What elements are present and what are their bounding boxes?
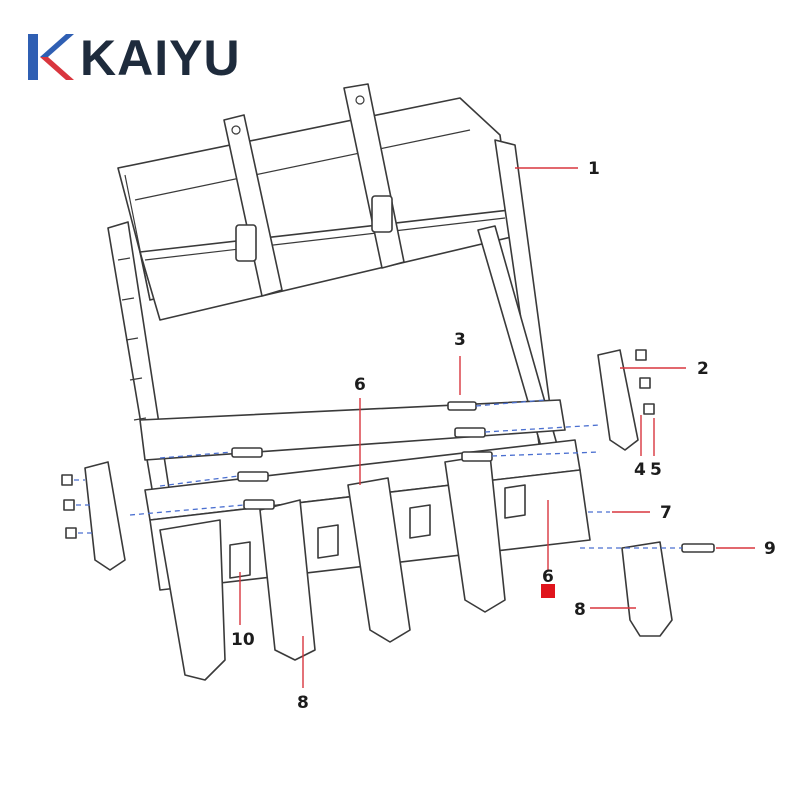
teeth-row <box>159 454 526 681</box>
callout-3: 3 <box>454 330 466 350</box>
callout-6-bottom: 6 <box>542 567 554 587</box>
side-cutter-right <box>597 349 639 451</box>
callout-2: 2 <box>697 359 709 379</box>
callout-6-top: 6 <box>354 375 366 395</box>
assembly-lines <box>74 399 682 549</box>
leader-lines <box>239 167 755 688</box>
callout-8-bottom: 8 <box>297 693 309 713</box>
callout-8-right: 8 <box>574 600 586 620</box>
loose-tooth <box>621 541 673 637</box>
callout-7: 7 <box>660 503 672 523</box>
brand-logo-mark <box>28 34 74 80</box>
callout-9: 9 <box>764 539 776 559</box>
callout-5: 5 <box>650 460 662 480</box>
bolts-and-pins <box>61 349 715 553</box>
callout-10: 10 <box>231 630 255 650</box>
callout-4: 4 <box>634 460 646 480</box>
side-cutter-left <box>84 461 126 571</box>
highlight-marker <box>541 584 555 598</box>
callout-1: 1 <box>588 159 600 179</box>
brand-name: KAIYU <box>80 30 241 86</box>
